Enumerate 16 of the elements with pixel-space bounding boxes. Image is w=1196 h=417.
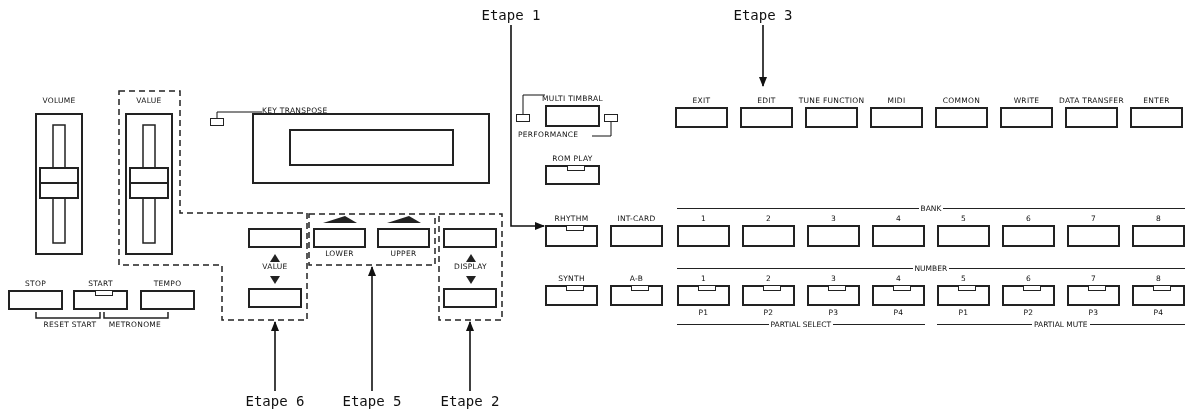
step-label: Etape 1 (476, 6, 546, 24)
arrow (368, 266, 376, 392)
step-label: Etape 3 (728, 6, 798, 24)
led-indicator (210, 118, 224, 126)
arrow (271, 321, 279, 392)
arrow (510, 24, 545, 230)
leader-line (522, 94, 546, 115)
step-label: Etape 6 (243, 392, 307, 410)
step-label: Etape 2 (438, 392, 502, 410)
led-indicator (516, 114, 530, 122)
arrow (466, 321, 474, 392)
leader-line (591, 121, 612, 137)
leader-line (216, 111, 263, 119)
arrow (759, 24, 767, 87)
step-label: Etape 5 (340, 392, 404, 410)
led-indicator (604, 114, 618, 122)
